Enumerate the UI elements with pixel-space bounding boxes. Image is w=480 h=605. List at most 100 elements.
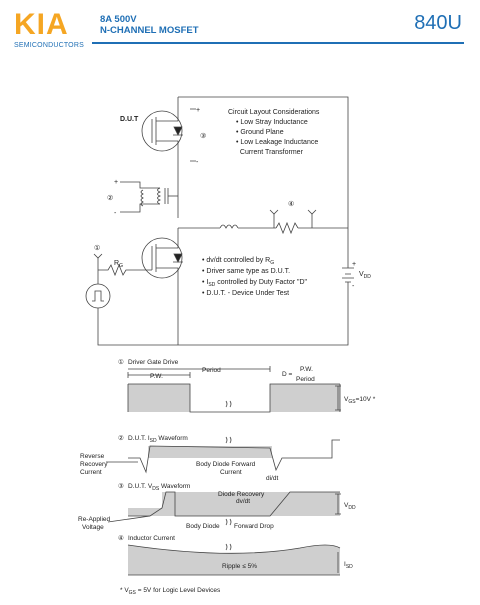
reapplied-label: Re-Applied (78, 516, 111, 523)
gate-probe-tip (93, 253, 103, 259)
test-circuit (85, 96, 354, 346)
current-transformer-core (164, 188, 169, 204)
ground-return (97, 308, 178, 346)
w2-title: D.U.T. ISD Waveform (128, 435, 188, 444)
waveform-lines (106, 366, 341, 576)
device-title: 8A 500V N-CHANNEL MOSFET (100, 14, 199, 36)
w4-title: Inductor Current (128, 535, 175, 542)
pw-label: P.W. (150, 373, 163, 380)
vds-fill (128, 492, 340, 516)
dut-mosfet-leads (151, 108, 179, 155)
time-break-mark (225, 543, 232, 551)
diode-recovery-label: Diode Recovery (218, 491, 265, 498)
company-logo: KIA SEMICONDUCTORS (14, 8, 84, 50)
dut-mosfet-symbol (141, 110, 183, 152)
duty-eq: D = (282, 371, 293, 378)
footnote: * VGS = 5V for Logic Level Devices (120, 587, 221, 596)
fwd-current-label: Current (220, 469, 242, 476)
w1-marker: ① (118, 358, 124, 366)
pulse-icon (92, 290, 104, 302)
note-driver: • Driver same type as D.U.T. (202, 268, 290, 275)
time-break-mark (225, 436, 232, 444)
period-label: Period (202, 367, 221, 374)
bottom-rail-wire (178, 282, 349, 346)
dvdt-label: dv/dt (236, 498, 250, 505)
driver-mosfet-leads (151, 236, 179, 280)
vdd-dimension (335, 493, 341, 515)
didt-label: di/dt (266, 475, 278, 482)
node-4-marker: ④ (288, 200, 294, 208)
shunt-probe-tips (269, 209, 317, 215)
driver-body-diode (173, 253, 183, 263)
shunt-probe-leads (273, 214, 313, 228)
isd-fill (148, 446, 272, 458)
part-number: 840U (414, 12, 462, 34)
note-dut: • D.U.T. - Device Under Test (202, 290, 289, 297)
w3-title: D.U.T. VDS Waveform (128, 483, 190, 492)
ct-plus: + (114, 179, 118, 186)
duty-den: Period (296, 376, 315, 383)
recovery-label: Recovery (80, 461, 108, 468)
voltage-label: Voltage (82, 524, 104, 531)
duty-num: P.W. (300, 366, 313, 373)
node-3-marker: ③ (200, 132, 206, 140)
vdd-plus: + (352, 261, 356, 268)
dut-label: D.U.T (120, 116, 139, 123)
gate-pulse-fill (270, 384, 340, 412)
vdd-wave-label: VDD (344, 502, 356, 511)
vgs-dimension (335, 385, 341, 411)
consideration-item: • Ground Plane (236, 129, 284, 136)
ripple-label: Ripple ≤ 5% (222, 563, 257, 570)
vds-trace (128, 491, 340, 517)
node-2-marker: ② (107, 194, 113, 202)
note-isd: • ISD controlled by Duty Factor "D" (202, 279, 308, 288)
dut-probe-marks (190, 108, 196, 162)
w3-marker: ③ (118, 482, 124, 490)
isd-trace (128, 439, 340, 474)
ct-secondary-leads (120, 181, 160, 213)
ct-winding (157, 187, 162, 205)
consideration-item: Current Transformer (236, 149, 304, 156)
reapplied-leader (107, 515, 151, 523)
inductor-trace (127, 544, 341, 554)
gate-resistor (98, 263, 152, 277)
w2-marker: ② (118, 434, 124, 442)
time-break-mark (225, 518, 232, 526)
logo-subtitle: SEMICONDUCTORS (14, 42, 84, 49)
waveform-labels: ① Driver Gate Drive P.W. Period D = P.W.… (78, 358, 376, 596)
circuit-labels: D.U.T ③ ② ④ ① RG VDD + - + - + - Circuit… (94, 107, 371, 297)
header-rule (92, 42, 464, 44)
node-1-marker: ① (94, 244, 100, 252)
ct-minus: - (114, 210, 117, 217)
gate-axis-ticks (127, 384, 341, 412)
device-type: N-CHANNEL MOSFET (100, 25, 199, 36)
pulse-generator (85, 283, 111, 309)
consideration-item: • Low Leakage Inductance (236, 139, 318, 146)
fwd-drop-label: Forward Drop (234, 523, 274, 530)
body-diode-fwd-label: Body Diode Forward (196, 461, 256, 468)
driver-mosfet-symbol (141, 237, 183, 279)
body-diode-label: Body Diode (186, 523, 220, 530)
reverse-label: Reverse (80, 453, 105, 460)
inductor-symbol (219, 224, 239, 229)
vdd-minus: - (352, 283, 355, 290)
dut-drain-plus: + (196, 107, 200, 114)
consideration-item: • Low Stray Inductance (236, 119, 308, 126)
waveforms: ① Driver Gate Drive P.W. Period D = P.W.… (78, 358, 376, 596)
vgs-label: VGS=10V * (344, 396, 376, 405)
dut-source-minus: - (196, 159, 199, 166)
gate-pulse-fill (128, 384, 190, 412)
top-rail-wire (178, 96, 349, 268)
waveform-fills (128, 384, 340, 575)
pw-dimension (127, 372, 191, 378)
period-dimension (128, 366, 271, 372)
dut-body-diode (173, 126, 183, 136)
vdd-label: VDD (359, 271, 371, 280)
rg-label: RG (114, 260, 123, 269)
w1-title: Driver Gate Drive (128, 359, 179, 366)
logo-text: KIA (14, 8, 69, 41)
vdd-battery-icon (342, 267, 354, 283)
time-break-mark (225, 400, 232, 408)
ct-resistor (140, 189, 144, 207)
